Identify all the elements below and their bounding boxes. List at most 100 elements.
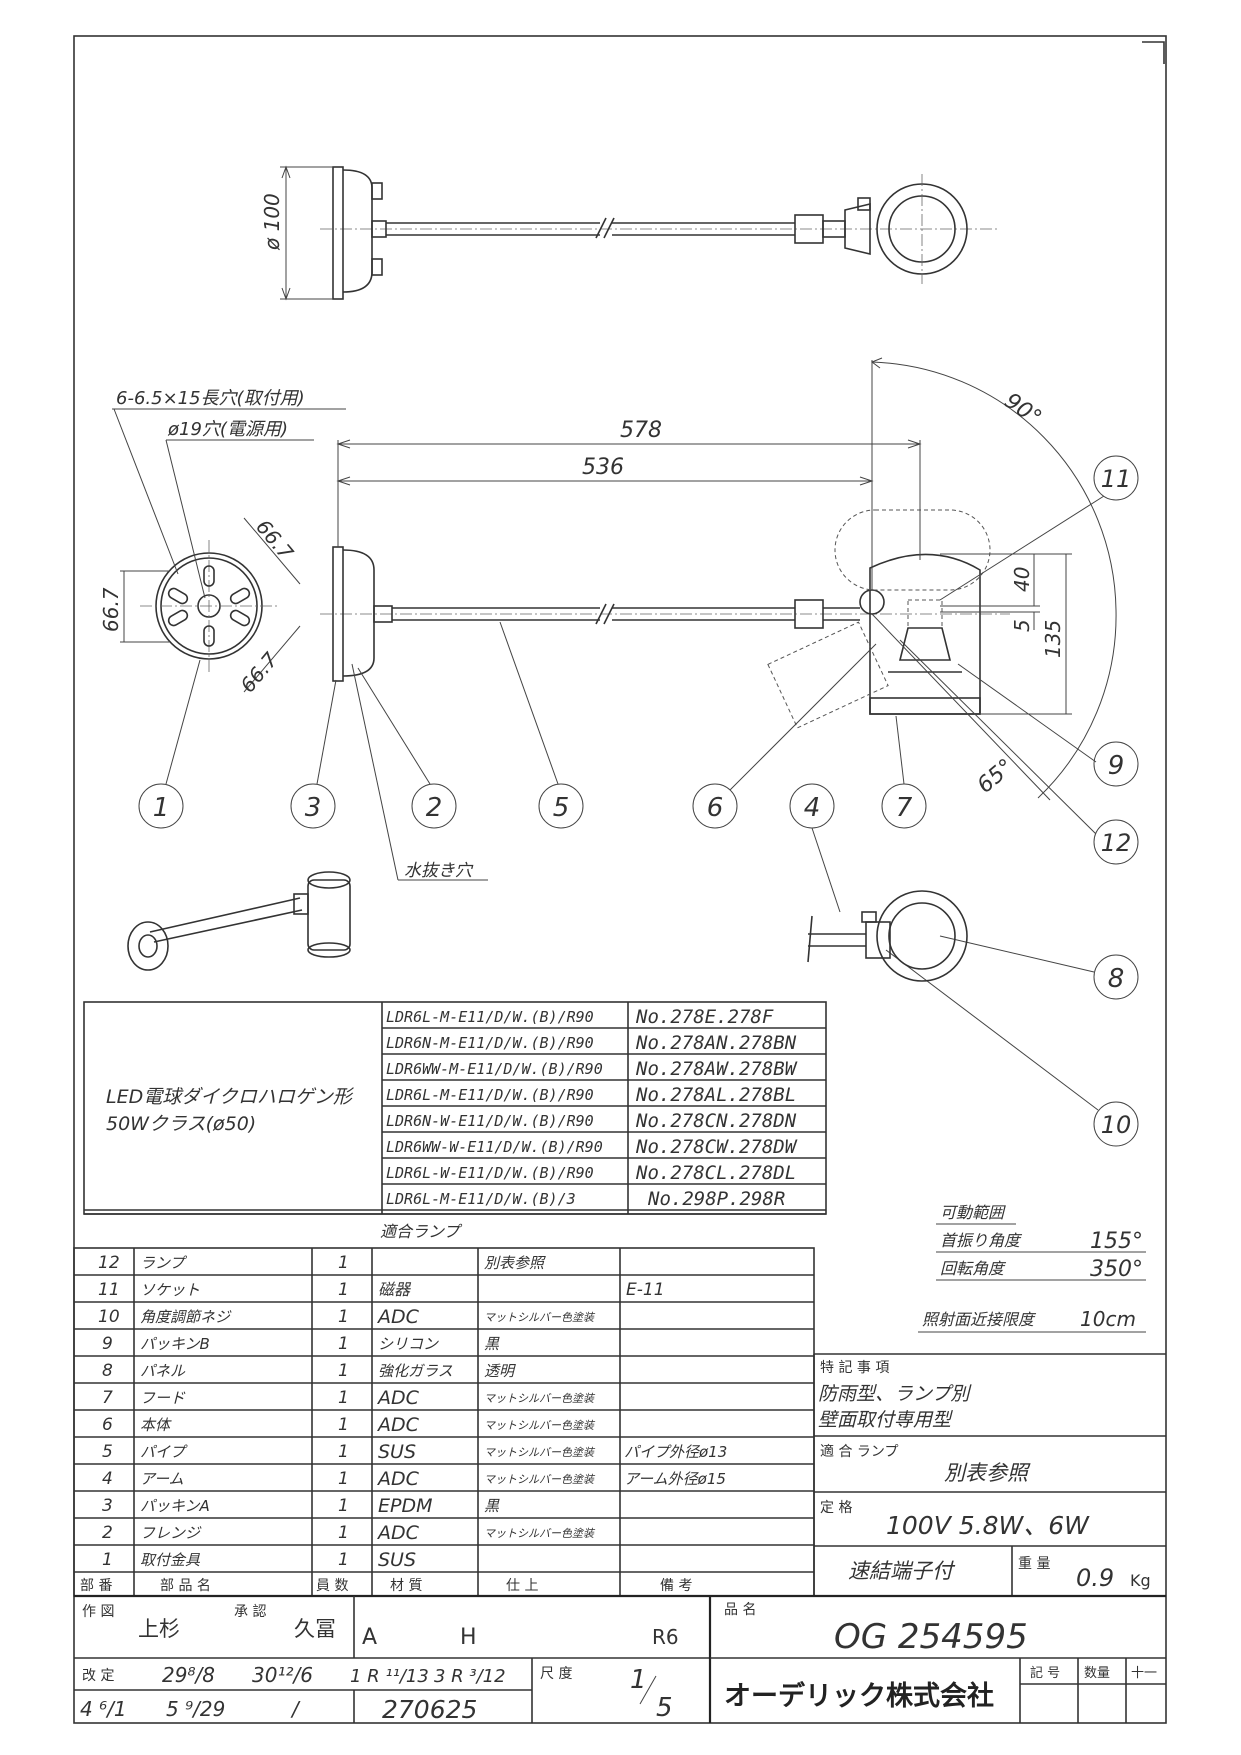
drawing-frame [73,35,1167,1724]
part-finish: マットシルバー色塗装 [484,1527,596,1540]
lamp-description-1: LED電球ダイクロハロゲン形 [106,1086,355,1108]
part-qty: 1 [338,1253,349,1273]
dim-diameter: ø 100 [260,193,284,251]
part-no: 11 [98,1280,120,1300]
part-finish: マットシルバー色塗装 [484,1473,596,1486]
special-line-2: 壁面取付専用型 [818,1409,953,1431]
lamp-no-8: No.298P.298R [647,1188,785,1210]
part-qty: 1 [338,1388,349,1408]
revision-6: 5 ⁹/29 [166,1697,225,1721]
balloon-5: 5 [553,793,570,823]
weight-unit: Kg [1130,1571,1151,1590]
lamp-no-5: No.278CN.278DN [635,1110,797,1132]
weight-value: 0.9 [1076,1564,1114,1592]
dim-d135: 135 [1041,620,1065,658]
parts-list: 部 番 部 品 名 員 数 材 質 仕 上 備 考 12 ランプ 1 別表参照 … [73,1247,815,1597]
movement-swing-value: 155° [1090,1229,1143,1254]
lamp-no-1: No.278E.278F [635,1006,774,1028]
lamp-model-6: LDR6WW-W-E11/D/W.(B)/R90 [386,1138,603,1156]
parts-header-material: 材 質 [390,1578,422,1594]
part-qty: 1 [338,1496,349,1516]
revision-7: / [290,1697,301,1721]
drawing-number: 270625 [382,1695,477,1724]
dim-angle-90: 90° [1000,388,1046,431]
part-material: ADC [376,1414,420,1436]
side-view: 66.7 66.7 66.7 578 [99,357,1117,881]
lamp-no-4: No.278AL.278BL [635,1084,796,1106]
part-material: SUS [378,1441,416,1463]
scale-label: 尺 度 [540,1666,572,1682]
part-material: 強化ガラス [378,1362,453,1380]
balloon-6: 6 [707,793,724,823]
min-distance-value: 10cm [1080,1307,1136,1331]
lamp-no-3: No.278AW.278BW [635,1058,798,1080]
scale-numerator: 1 [630,1665,647,1695]
part-finish: 黒 [484,1497,500,1515]
part-name: パッキンB [140,1335,210,1353]
part-material: SUS [378,1549,416,1571]
movement-title: 可動範囲 [940,1203,1006,1222]
min-distance-label: 照射面近接限度 [922,1310,1037,1329]
lamp-description-2: 50Wクラス(ø50) [106,1113,256,1135]
part-no: 2 [102,1523,113,1543]
lamp-model-8: LDR6L-M-E11/D/W.(B)/3 [386,1190,576,1208]
balloon-12: 12 [1101,829,1132,857]
balloon-4: 4 [804,793,821,823]
part-name: 本体 [140,1416,172,1434]
title-block: 作 図 上杉 承 認 久冨 A H R6 品 名 OG 254595 改 定 2… [74,1594,1166,1724]
weight-title: 重 量 [1018,1556,1050,1572]
revision-5: 4 ⁶/1 [80,1697,127,1721]
movement-rotation-label: 回転角度 [940,1259,1007,1278]
balloon-10: 10 [1101,1111,1132,1139]
perspective-sketch [127,871,351,971]
lamp-table-footer: 適合ランプ [380,1222,463,1241]
part-no: 6 [102,1415,113,1435]
part-no: 9 [102,1334,113,1354]
drawn-by: 上杉 [138,1617,180,1641]
part-material: 磁器 [378,1280,412,1299]
qty-label: 数量 [1084,1666,1110,1681]
part-name: 取付金具 [140,1551,201,1569]
part-qty: 1 [338,1361,349,1381]
part-no: 8 [102,1361,113,1381]
balloon-11: 11 [1101,465,1132,493]
revision-4: 3 R ³/12 [434,1666,506,1687]
part-material: ADC [376,1306,420,1328]
drawn-label: 作 図 [82,1604,114,1620]
top-view: ø 100 [260,165,1000,301]
product-label: 品 名 [724,1602,756,1618]
revision-label: 改 定 [82,1668,114,1684]
note-power-hole: ø19穴(電源用) [167,419,288,440]
part-no: 1 [102,1550,113,1570]
parts-header-name: 部 品 名 [160,1578,211,1594]
revision-2: 30¹²/6 [252,1663,313,1687]
part-name: パネル [140,1362,186,1380]
part-finish: マットシルバー色塗装 [484,1392,596,1405]
part-name: フレンジ [140,1524,202,1542]
part-qty: 1 [338,1442,349,1462]
part-no: 10 [98,1307,120,1327]
part-qty: 1 [338,1280,349,1300]
part-name: パイプ [140,1443,188,1461]
approved-by: 久冨 [294,1617,336,1641]
dim-overall-length: 578 [620,418,662,443]
misc-label: 十一 [1131,1666,1157,1681]
revision-code: R6 [652,1625,679,1649]
part-no: 4 [102,1469,113,1489]
part-qty: 1 [338,1469,349,1489]
lamp-table: LED電球ダイクロハロゲン形 50Wクラス(ø50) 適合ランプ LDR6L-M… [83,1001,827,1241]
notes-block: 特 記 事 項 防雨型、ランプ別 壁面取付専用型 適 合 ランプ 別表参照 定 … [813,1353,1166,1596]
lamp-model-7: LDR6L-W-E11/D/W.(B)/R90 [386,1164,594,1182]
lamp-title: 適 合 ランプ [820,1443,898,1460]
movement-rotation-value: 350° [1090,1257,1143,1282]
part-no: 12 [98,1253,120,1273]
special-line-1: 防雨型、ランプ別 [818,1383,972,1405]
part-finish: マットシルバー色塗装 [484,1419,596,1432]
part-material: シリコン [378,1335,439,1353]
approved-label: 承 認 [234,1604,266,1620]
company-name: オーデリック株式会社 [724,1680,994,1712]
rating-value: 100V 5.8W、6W [886,1511,1090,1540]
part-material: ADC [376,1522,420,1544]
product-code: OG 254595 [834,1617,1028,1657]
note-drain-hole: 水抜き穴 [404,861,474,881]
